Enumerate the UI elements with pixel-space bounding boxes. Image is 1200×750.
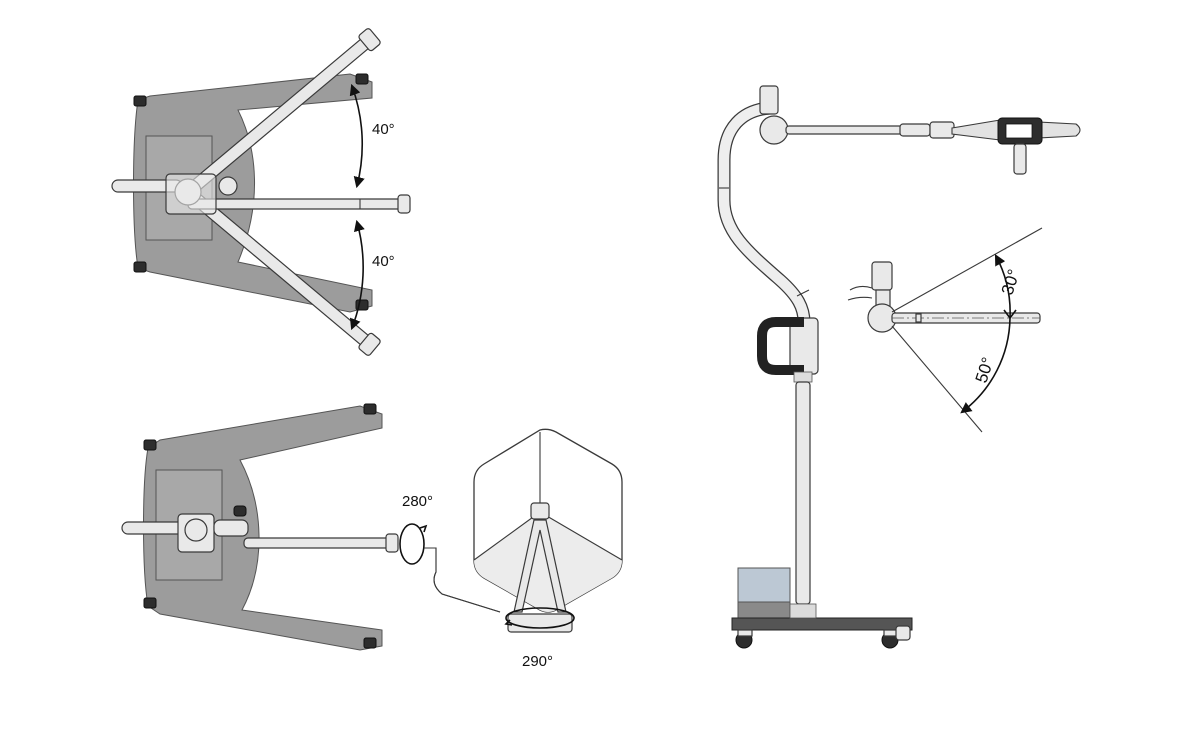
- angle-label-lower: 40°: [372, 253, 395, 270]
- lamp-mount-plate: [507, 613, 573, 633]
- wheel: [133, 95, 147, 107]
- ray-up-30: [891, 227, 1043, 313]
- top-joint: [759, 85, 779, 115]
- angle-label-tilt-up: 30°: [998, 267, 1024, 297]
- wheel: [355, 73, 369, 85]
- arm-center: [187, 194, 411, 214]
- knob-icon: [233, 505, 247, 517]
- wheel: [363, 403, 377, 415]
- stand-base-bar: [731, 617, 913, 631]
- top-view-base: [133, 73, 373, 313]
- stand-pole: [795, 381, 811, 605]
- top-view-swing: 40° 40°: [111, 28, 411, 356]
- wheel: [143, 439, 157, 451]
- angle-arc-lower: [349, 219, 365, 331]
- bottom-view-rotation: 280° 290°: [121, 403, 623, 670]
- wheel: [143, 597, 157, 609]
- angle-arc-upper: [349, 83, 365, 189]
- angle-label-tilt-down: 50°: [972, 355, 998, 385]
- stand-box: [737, 567, 791, 603]
- bottom-view-base: [143, 405, 383, 651]
- tilt-arc: [960, 254, 1011, 414]
- wheel: [363, 637, 377, 649]
- angle-label-rotation-base: 290°: [522, 653, 553, 670]
- lamp-head-hub: [530, 502, 550, 520]
- tilt-detail: 30° 50°: [847, 227, 1043, 433]
- wheel: [133, 261, 147, 273]
- grip-handle: [757, 317, 804, 375]
- ray-down-50: [891, 325, 983, 433]
- side-view-stand: [717, 85, 1081, 649]
- angle-label-upper: 40°: [372, 121, 395, 138]
- rotation-arrow-base: [505, 607, 575, 629]
- detail-joint: [871, 261, 893, 291]
- arm-straight: [243, 537, 391, 549]
- rotation-arrow-arm: [399, 523, 425, 565]
- angle-label-rotation-arm: 280°: [402, 493, 433, 510]
